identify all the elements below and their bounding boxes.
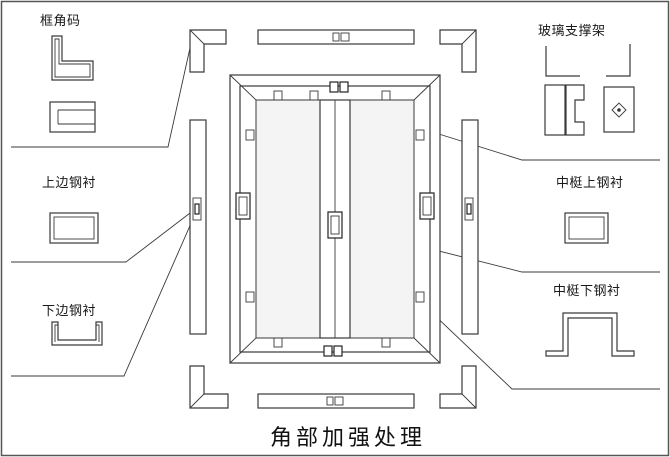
glass-support-part-bottom [544,84,635,136]
exploded-corner-top-left [189,29,227,73]
glass-support-part-top [545,44,631,77]
exploded-bottom-bar [257,393,415,409]
corner-code-part-top [51,35,94,81]
label-bottom-steel: 下边钢衬 [42,304,97,319]
exploded-corner-bottom-left [189,365,229,409]
leader-mullion-top-steel [425,129,660,161]
top-steel-lining-part [49,212,99,244]
exploded-corner-top-right [439,29,477,73]
leader-corner-code [11,47,191,148]
label-mullion-bottom-steel: 中梃下钢衬 [553,284,621,299]
leader-top-steel [11,209,195,263]
exploded-corner-bottom-right [439,365,477,409]
frame-glass-blocks [245,90,425,348]
exploded-top-bar [257,29,415,45]
leader-bottom-steel [11,211,197,377]
label-top-steel: 上边钢衬 [42,176,97,191]
label-mullion-top-steel: 中梃上钢衬 [556,176,624,191]
frame-steel-linings [235,81,435,357]
bottom-steel-lining-part [51,321,103,346]
exploded-left-bar [189,119,207,335]
exploded-right-bar [461,119,479,335]
diagram-caption: 角部加强处理 [270,426,427,451]
mullion-top-steel-part [564,212,609,244]
label-glass-support: 玻璃支撑架 [538,24,606,39]
mullion-bottom-steel-part [545,312,635,357]
window-frame [229,74,441,364]
label-corner-code: 框角码 [40,14,81,29]
corner-code-part-bottom [49,101,96,133]
